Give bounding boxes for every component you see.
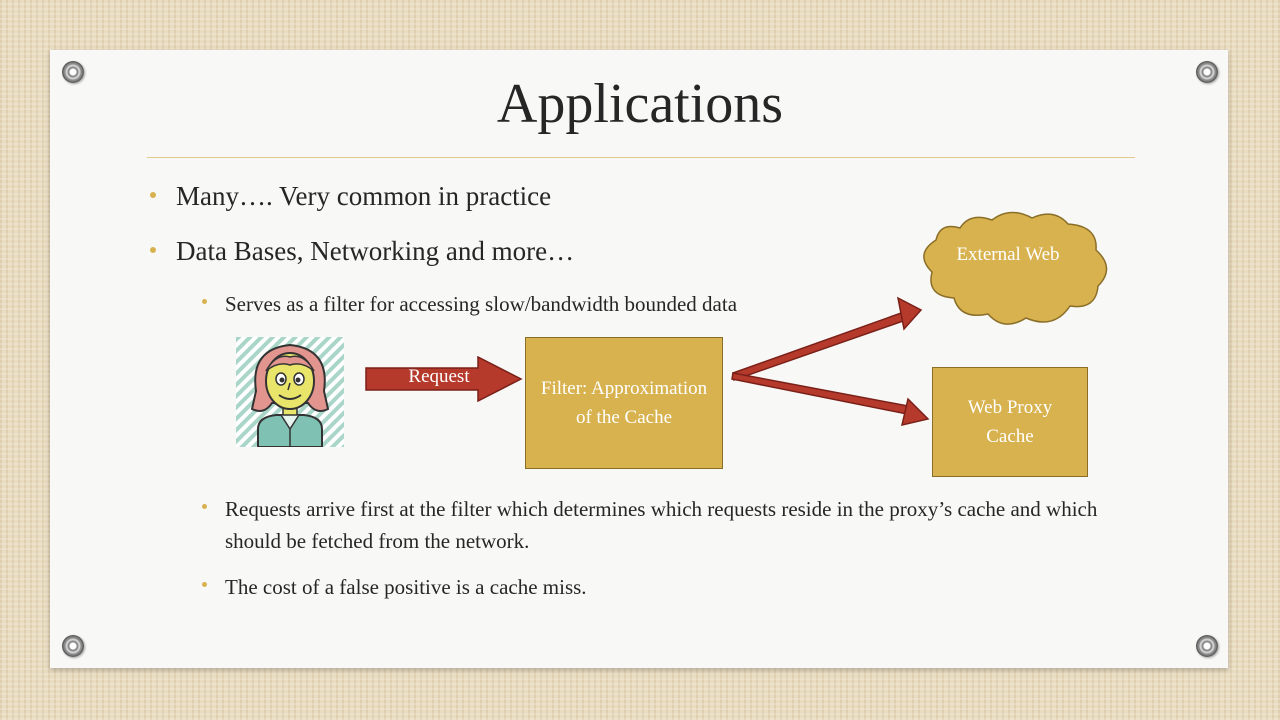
bullet-2: Data Bases, Networking and more… xyxy=(150,236,575,267)
title-divider xyxy=(147,157,1135,158)
pin-bottom-left-icon xyxy=(62,635,84,657)
external-web-label: External Web xyxy=(956,244,1060,265)
sub-bullet-1: Serves as a filter for accessing slow/ba… xyxy=(202,288,885,320)
web-proxy-label: Web Proxy Cache xyxy=(967,397,1053,447)
filter-label: Filter: Approximation of the Cache xyxy=(540,378,708,428)
bullet-text: Data Bases, Networking and more… xyxy=(176,236,575,266)
bullet-dot xyxy=(202,582,207,587)
web-proxy-box: Web Proxy Cache xyxy=(932,367,1088,477)
filter-box: Filter: Approximation of the Cache xyxy=(525,337,723,469)
user-avatar-icon xyxy=(236,337,344,447)
bullet-text: Many…. Very common in practice xyxy=(176,181,552,211)
sub-bullet-3: The cost of a false positive is a cache … xyxy=(202,571,1155,603)
bullet-1: Many…. Very common in practice xyxy=(150,181,552,212)
slide-title: Applications xyxy=(496,73,784,135)
pin-top-right-icon xyxy=(1196,61,1218,83)
request-label: Request xyxy=(408,366,470,387)
bullet-text: The cost of a false positive is a cache … xyxy=(225,575,587,599)
pin-top-left-icon xyxy=(62,61,84,83)
bullet-dot xyxy=(150,247,156,253)
pin-bottom-right-icon xyxy=(1196,635,1218,657)
bullet-dot xyxy=(202,504,207,509)
sub-bullet-2: Requests arrive first at the filter whic… xyxy=(202,493,1155,557)
bullet-dot xyxy=(202,299,207,304)
request-arrow xyxy=(365,356,523,402)
external-web-cloud xyxy=(923,211,1108,325)
bullet-dot xyxy=(150,192,156,198)
bullet-text: Requests arrive first at the filter whic… xyxy=(225,497,1098,553)
bullet-text: Serves as a filter for accessing slow/ba… xyxy=(225,292,738,316)
